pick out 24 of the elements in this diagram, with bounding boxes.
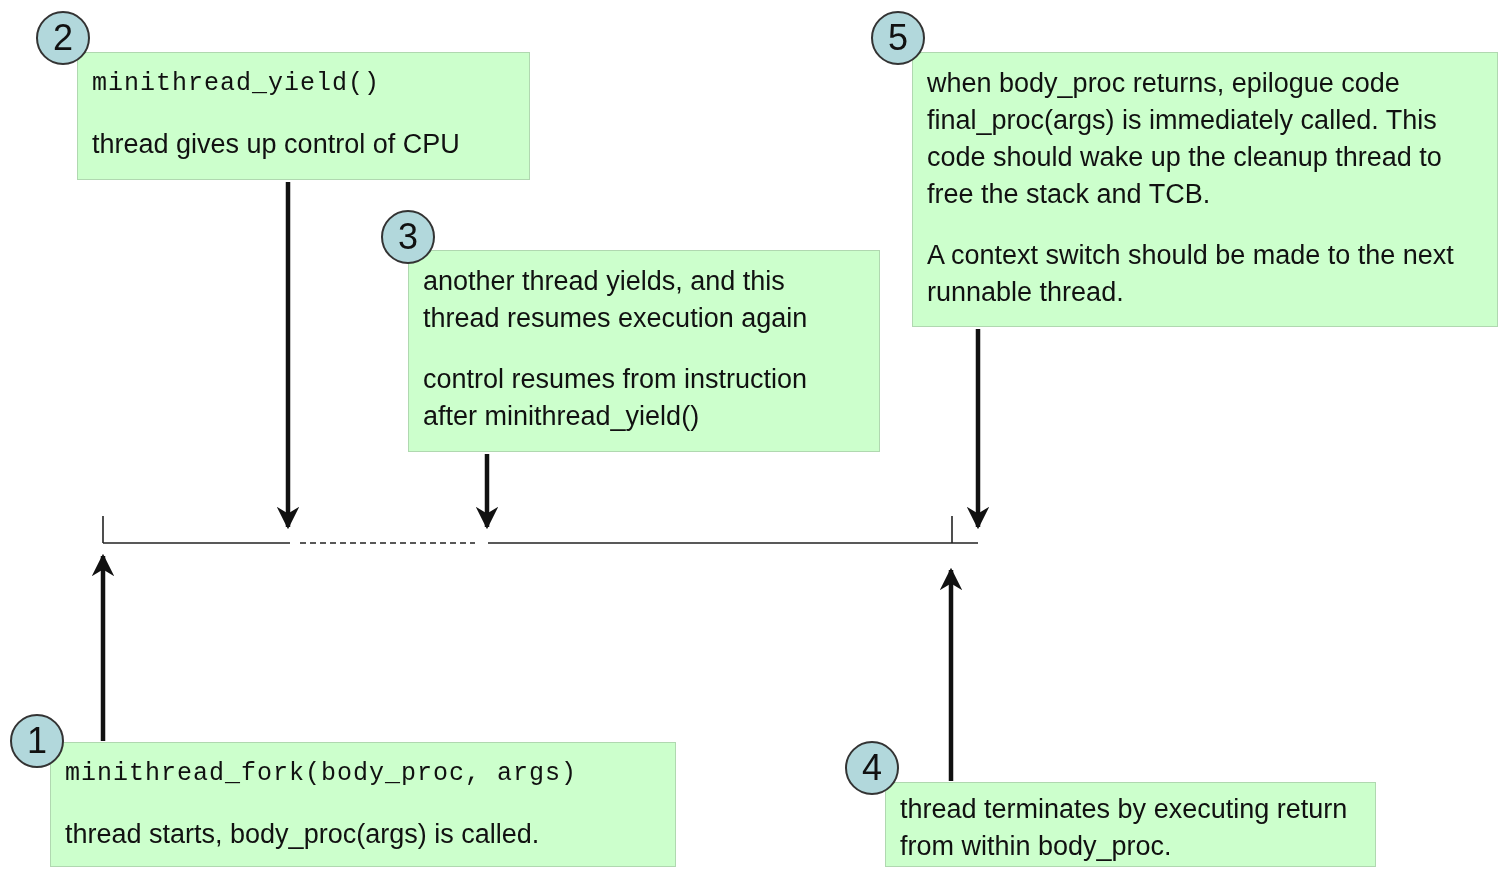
note-text: thread starts, body_proc(args) is called.: [65, 818, 541, 851]
note-text: when body_proc returns, epilogue code final_proc(args) is immediately called. This code should wake up the cleanup thread to free the stack and TCB.: [927, 67, 1443, 211]
arrow: [966, 329, 990, 530]
note-box: [408, 250, 880, 452]
code-text: minithread_fork(body_proc, args): [65, 758, 579, 790]
arrow: [939, 567, 963, 781]
step-number: 5: [871, 11, 925, 65]
note-text: thread terminates by executing return from within body_proc.: [900, 793, 1349, 863]
step-number: 3: [381, 210, 435, 264]
note-text: another thread yields, and this thread resumes execution again: [423, 265, 809, 335]
note-text: thread gives up control of CPU: [92, 128, 461, 161]
note-box: [885, 782, 1376, 867]
arrow: [91, 553, 115, 741]
step-number: 4: [845, 741, 899, 795]
step-number: 2: [36, 11, 90, 65]
note-box: [77, 52, 530, 180]
step-number: 1: [10, 714, 64, 768]
note-text: control resumes from instruction after minithread_yield(): [423, 363, 809, 433]
note-box: [50, 742, 676, 867]
note-text: A context switch should be made to the next runnable thread.: [927, 239, 1455, 309]
code-text: minithread_yield(): [92, 68, 382, 100]
arrow: [276, 182, 300, 530]
note-box: [912, 52, 1498, 327]
arrow: [475, 454, 499, 530]
